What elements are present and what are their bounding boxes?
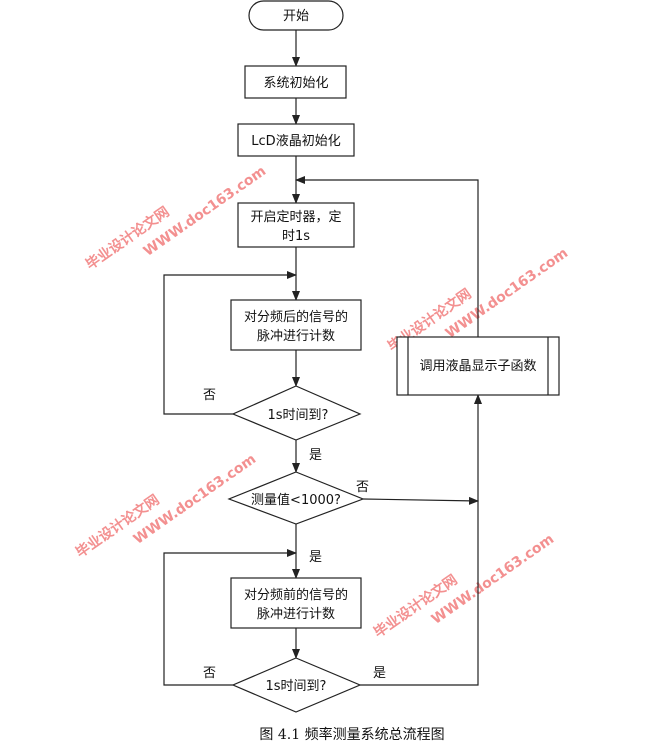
node-count-after-division: 对分频后的信号的 脉冲进行计数 — [230, 299, 362, 351]
count-after-box — [230, 299, 362, 351]
value-yes-label: 是 — [309, 550, 322, 565]
node-lcd-init: LcD液晶初始化 — [237, 123, 355, 157]
start-timer-label-line2: 时1s — [282, 229, 310, 244]
check1-no-label: 否 — [203, 388, 216, 403]
edge-check2-no-loop — [163, 549, 297, 686]
node-start-timer: 开启定时器，定 时1s — [237, 202, 355, 248]
display-box — [396, 336, 560, 396]
figure-caption: 图 4.1 频率测量系统总流程图 — [259, 726, 444, 743]
node-check-value: 测量值<1000? — [227, 471, 365, 525]
value-no-label: 否 — [356, 480, 369, 495]
check2-diamond — [231, 657, 362, 713]
start-timer-label-line1: 开启定时器，定 — [250, 210, 341, 225]
count-before-box — [230, 577, 362, 629]
start-timer-box — [237, 202, 355, 248]
node-start: 开始 — [248, 0, 344, 31]
check1-label: 1s时间到? — [268, 408, 329, 423]
check2-no-label: 否 — [203, 666, 216, 681]
check-value-diamond — [227, 471, 365, 525]
node-check-1s-first: 1s时间到? — [231, 385, 362, 441]
lcd-init-label: LcD液晶初始化 — [251, 134, 340, 149]
system-init-label: 系统初始化 — [263, 76, 328, 91]
check2-yes-label: 是 — [373, 666, 386, 681]
node-check-1s-second: 1s时间到? — [231, 657, 362, 713]
start-label: 开始 — [283, 9, 309, 24]
display-label: 调用液晶显示子函数 — [419, 359, 536, 374]
check1-diamond — [231, 385, 362, 441]
edge-value-no — [362, 496, 479, 505]
node-system-init: 系统初始化 — [244, 65, 347, 99]
check2-label: 1s时间到? — [266, 679, 327, 694]
check-value-label: 测量值<1000? — [251, 492, 341, 508]
count-before-label-line2: 脉冲进行计数 — [257, 607, 335, 622]
edge-check1-no-loop — [163, 271, 297, 415]
count-after-label-line2: 脉冲进行计数 — [257, 329, 335, 344]
node-display-subroutine: 调用液晶显示子函数 — [396, 336, 560, 396]
edge-check2-yes — [360, 394, 482, 686]
check1-yes-label: 是 — [309, 448, 322, 463]
system-init-box — [244, 65, 347, 99]
node-count-before-division: 对分频前的信号的 脉冲进行计数 — [230, 577, 362, 629]
count-before-label-line1: 对分频前的信号的 — [244, 587, 348, 603]
watermark-3: 毕业设计论文网 WWW.doc163.com — [73, 451, 260, 561]
watermark-4: 毕业设计论文网 WWW.doc163.com — [371, 531, 558, 641]
edge-display-to-timer — [295, 176, 479, 337]
edge-labels: 否 是 否 是 否 是 — [203, 388, 386, 681]
count-after-label-line1: 对分频后的信号的 — [244, 309, 348, 325]
start-terminator — [248, 0, 344, 31]
connectors — [163, 30, 482, 686]
lcd-init-box — [237, 123, 355, 157]
